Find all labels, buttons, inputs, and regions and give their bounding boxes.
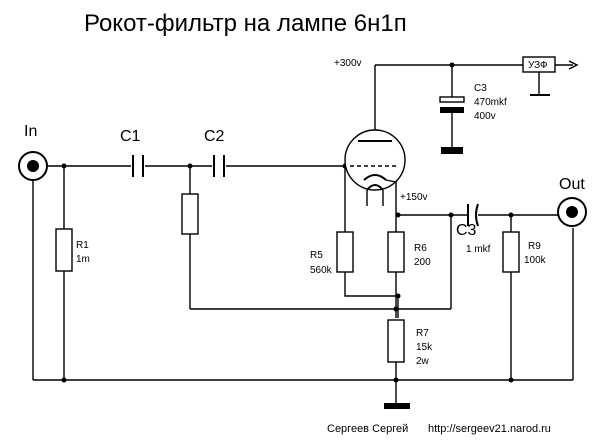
resistor-r6-value: 200: [414, 257, 431, 268]
resistor-r7-power: 2w: [416, 356, 430, 367]
capacitor-c1-symbol: [132, 155, 144, 177]
supply-150v-label: +150v: [400, 192, 428, 203]
capacitor-c1-label: C1: [120, 128, 141, 145]
supply-300v-label: +300v: [334, 58, 362, 69]
footer-author: Сергеев Сергей: [327, 423, 408, 435]
resistor-r6-body: [387, 231, 405, 273]
resistor-r5-name: R5: [310, 250, 323, 261]
footer-url: http://sergeev21.narod.ru: [428, 423, 551, 435]
capacitor-c3-filter-symbol: [439, 96, 465, 154]
capacitor-c3-coupling-symbol: [467, 203, 479, 227]
resistor-r1-body: [55, 228, 73, 272]
resistor-grid-leak-body: [181, 193, 199, 235]
resistor-r6-name: R6: [414, 243, 427, 254]
ground-symbol-icon: [384, 403, 410, 409]
capacitor-c3-filter-voltage: 400v: [474, 111, 496, 122]
capacitor-c2-symbol: [213, 155, 225, 177]
resistor-r9-value: 100k: [524, 255, 547, 266]
junction-dots: [61, 62, 514, 383]
resistor-r7-value: 15k: [416, 342, 433, 353]
resistor-r5-value: 560k: [310, 265, 333, 276]
vacuum-tube-triode: [344, 129, 406, 206]
resistor-r1-name: R1: [76, 240, 89, 251]
diagram-title: Рокот-фильтр на лампе 6н1п: [84, 10, 407, 37]
capacitor-c3-coupling-name: C3: [456, 222, 477, 239]
capacitor-c2-label: C2: [204, 128, 225, 145]
output-arrow-icon: [568, 60, 579, 70]
capacitor-c3-filter-name: C3: [474, 83, 487, 94]
input-label: In: [24, 123, 37, 140]
uzf-label: УЗФ: [528, 60, 548, 71]
uzf-block: [522, 56, 556, 73]
capacitor-c3-filter-value: 470mkf: [474, 97, 507, 108]
resistor-r5-body: [336, 231, 354, 273]
input-jack: [18, 151, 48, 181]
resistor-r7-body: [387, 319, 405, 363]
resistor-r7-name: R7: [416, 328, 429, 339]
resistor-r9-name: R9: [528, 241, 541, 252]
capacitor-c3-coupling-value: 1 mkf: [466, 244, 491, 255]
resistor-r9-body: [502, 231, 520, 273]
output-label: Out: [559, 176, 585, 193]
resistor-r1-value: 1m: [76, 254, 90, 265]
output-jack: [557, 197, 587, 227]
